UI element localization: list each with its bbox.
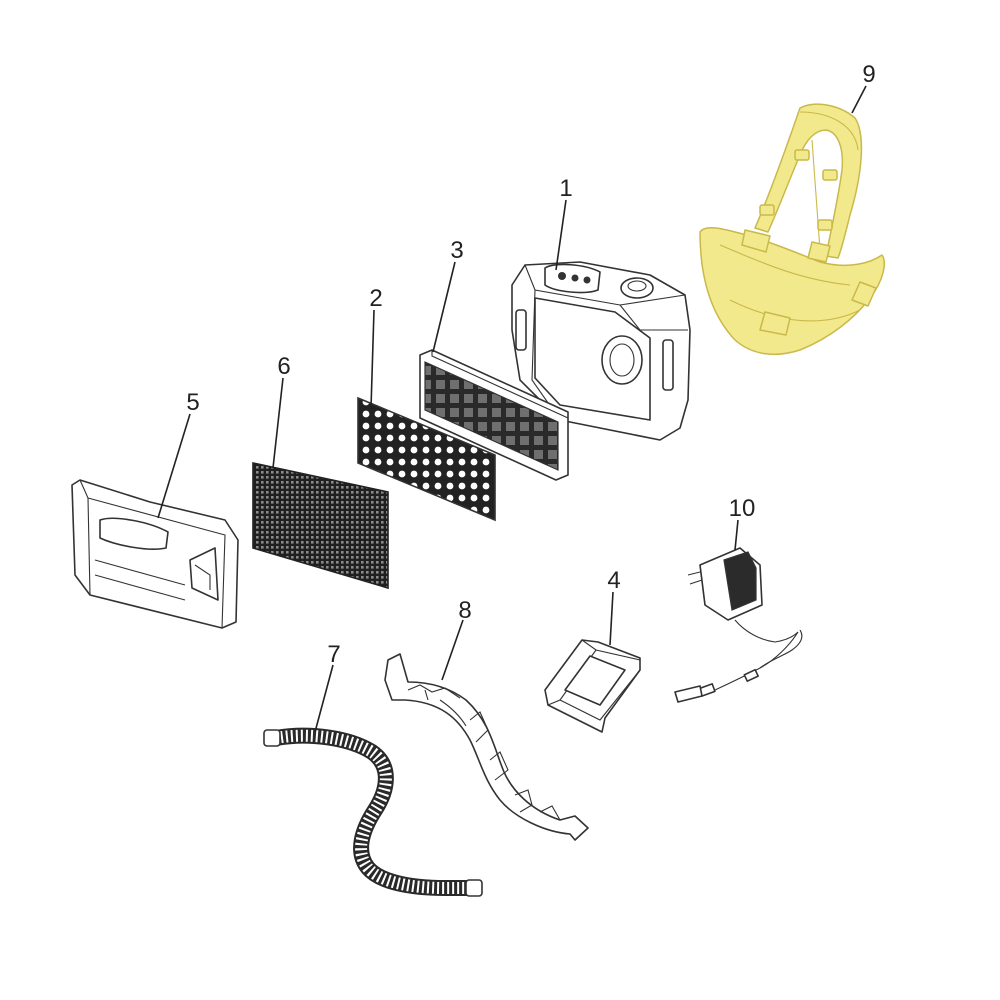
callout-5: 5: [186, 389, 199, 416]
part-spark-mesh: [252, 462, 389, 590]
part-pre-filter: [357, 396, 496, 522]
callout-4: 4: [607, 567, 620, 594]
callout-3: 3: [450, 237, 463, 264]
part-corrugated-hose: [263, 727, 483, 897]
callout-10: 10: [729, 495, 756, 522]
leader-lines: [157, 85, 867, 733]
part-cover: [71, 479, 239, 629]
callout-9: 9: [862, 61, 875, 88]
callout-1: 1: [559, 175, 572, 202]
part-breathing-tube-cover: [384, 653, 589, 841]
part-battery: [544, 639, 641, 733]
part-charger: [674, 547, 803, 703]
callout-labels: 1 2 3 4 5 6 7 8 9 10: [186, 61, 875, 668]
callout-7: 7: [327, 641, 340, 668]
callout-8: 8: [458, 597, 471, 624]
part-blower-unit: [511, 261, 691, 441]
part-filter-cartridge: [419, 349, 569, 481]
callout-6: 6: [277, 353, 290, 380]
part-harness: [699, 103, 885, 356]
callout-2: 2: [369, 285, 382, 312]
